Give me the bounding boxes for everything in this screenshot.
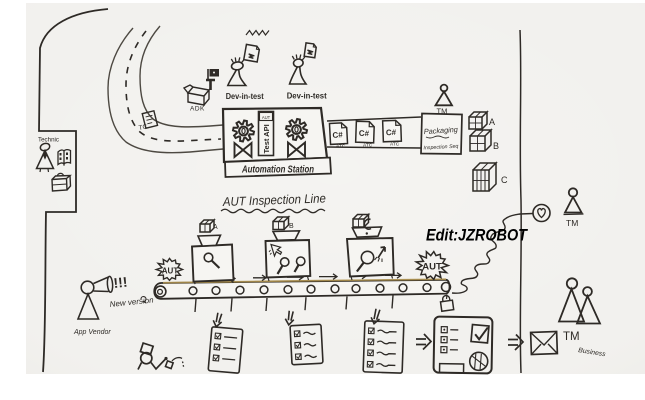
svg-text:Technic: Technic — [38, 137, 59, 144]
svg-text:AUT: AUT — [162, 267, 179, 276]
svg-text:Dev-in-test: Dev-in-test — [287, 92, 327, 101]
svg-text:C#: C# — [332, 130, 343, 140]
svg-text:AUT Inspection Line: AUT Inspection Line — [222, 191, 326, 209]
svg-text:C#: C# — [359, 129, 370, 138]
svg-text:Inspection Seq: Inspection Seq — [423, 144, 458, 152]
svg-text:C: C — [501, 175, 508, 185]
svg-text:TC: TC — [138, 124, 148, 132]
svg-text:!!!: !!! — [113, 274, 129, 291]
svg-text:B: B — [493, 141, 499, 151]
svg-text:TM: TM — [437, 107, 448, 116]
svg-text:Automation Station: Automation Station — [241, 164, 314, 176]
svg-text:AUT: AUT — [262, 115, 271, 120]
svg-text:Business: Business — [578, 347, 607, 358]
svg-text:Test API: Test API — [262, 124, 271, 153]
svg-text:ATC: ATC — [336, 144, 346, 150]
svg-text:ADK: ADK — [190, 106, 205, 113]
svg-text:App Vendor: App Vendor — [73, 329, 111, 336]
svg-text:TM: TM — [566, 218, 578, 228]
svg-text:Dev-in-test: Dev-in-test — [226, 92, 264, 101]
svg-text:TM: TM — [563, 331, 580, 343]
svg-text:ATC: ATC — [363, 143, 373, 149]
svg-text:A: A — [489, 117, 495, 127]
svg-text:Edit:JZROBOT: Edit:JZROBOT — [426, 226, 528, 245]
svg-text:C#: C# — [386, 128, 397, 137]
svg-text:Packaging: Packaging — [424, 125, 459, 136]
svg-text:A: A — [213, 224, 218, 231]
svg-text:AUT: AUT — [422, 262, 442, 273]
svg-text:ATC: ATC — [390, 142, 400, 148]
svg-text:B: B — [289, 223, 294, 230]
